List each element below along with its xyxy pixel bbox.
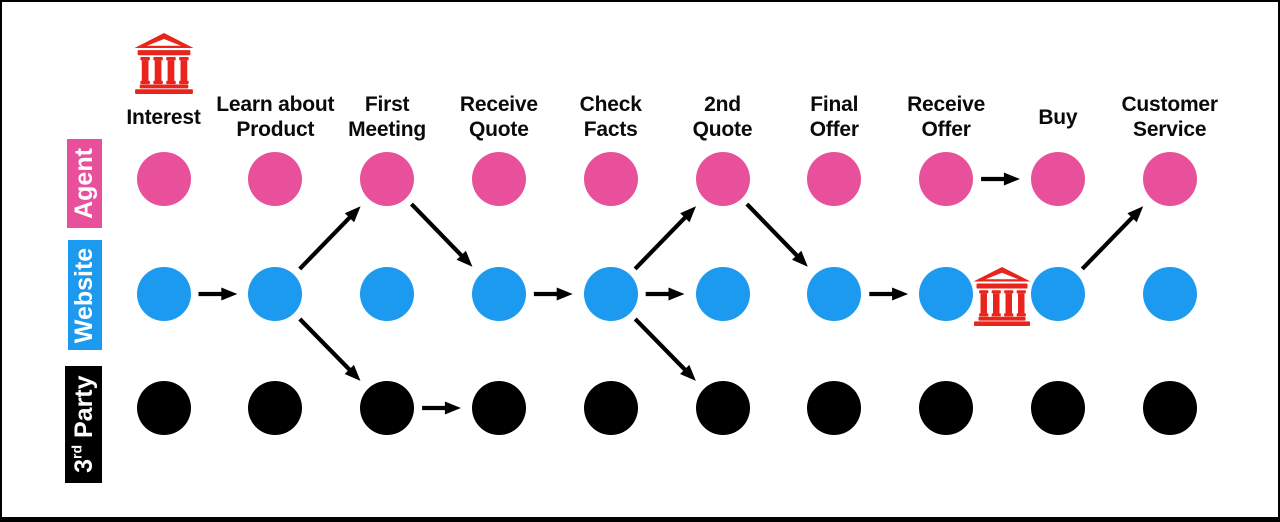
arrow-website-receive-quote-to-website-check-facts bbox=[533, 287, 573, 301]
touchpoint-website-receive-quote bbox=[471, 267, 526, 321]
touchpoint-website-check-facts bbox=[583, 267, 638, 321]
stage-header-text: Quote bbox=[692, 118, 753, 141]
touchpoint-third-party-check-facts bbox=[583, 381, 638, 435]
touchpoint-agent-final-offer bbox=[807, 152, 862, 206]
arrow-website-buy-to-agent-customer-service bbox=[1080, 206, 1144, 271]
stage-header-interest: Interest bbox=[89, 91, 239, 143]
touchpoint-website-customer-service bbox=[1142, 267, 1197, 321]
arrow-website-check-facts-to-agent-2nd-quote bbox=[633, 206, 697, 271]
touchpoint-website-receive-offer bbox=[919, 267, 974, 321]
stage-header-text: 2nd bbox=[704, 93, 741, 116]
stage-header-text: Service bbox=[1133, 118, 1207, 141]
arrow-website-interest-to-website-learn-about-product bbox=[198, 287, 238, 301]
stage-header-text: Offer bbox=[809, 118, 859, 141]
bank-icon bbox=[134, 33, 193, 94]
stage-header-text: Receive bbox=[907, 93, 986, 116]
touchpoint-agent-interest bbox=[136, 152, 191, 206]
touchpoint-third-party-final-offer bbox=[807, 381, 862, 435]
bank-icon-top bbox=[133, 32, 195, 99]
stage-header-text: Facts bbox=[583, 118, 638, 141]
bank-icon bbox=[973, 267, 1031, 326]
touchpoint-third-party-2nd-quote bbox=[695, 381, 750, 435]
touchpoint-website-2nd-quote bbox=[695, 267, 750, 321]
stage-header-text: Product bbox=[236, 118, 315, 141]
stage-header-text: Receive bbox=[459, 93, 538, 116]
stage-header-buy: Buy bbox=[983, 91, 1133, 143]
touchpoint-website-final-offer bbox=[807, 267, 862, 321]
arrow-agent-receive-offer-to-agent-buy bbox=[981, 172, 1020, 186]
stage-header-text: Check bbox=[579, 93, 642, 116]
arrow-third-party-first-meeting-to-third-party-receive-quote bbox=[422, 401, 461, 415]
stage-header-text: Learn about bbox=[216, 93, 335, 116]
arrow-website-check-facts-to-third-party-2nd-quote bbox=[633, 317, 696, 381]
stage-header-text: Quote bbox=[469, 118, 529, 141]
touchpoint-website-buy bbox=[1030, 267, 1085, 321]
touchpoint-third-party-learn-about-product bbox=[248, 381, 303, 435]
stage-header-text: Offer bbox=[921, 118, 971, 141]
touchpoint-website-first-meeting bbox=[360, 267, 415, 321]
stage-header-text: Meeting bbox=[348, 118, 427, 141]
touchpoint-agent-customer-service bbox=[1142, 152, 1197, 206]
touchpoint-third-party-receive-offer bbox=[919, 381, 974, 435]
touchpoint-agent-receive-quote bbox=[471, 152, 526, 206]
stage-header-text: First bbox=[364, 93, 410, 116]
lane-label-agent: Agent bbox=[67, 139, 102, 228]
arrow-website-learn-about-product-to-third-party-first-meeting bbox=[298, 317, 361, 381]
touchpoint-agent-receive-offer bbox=[919, 152, 974, 206]
touchpoint-third-party-buy bbox=[1030, 381, 1085, 435]
touchpoint-website-interest bbox=[136, 267, 191, 321]
touchpoint-agent-learn-about-product bbox=[248, 152, 303, 206]
arrow-website-learn-about-product-to-agent-first-meeting bbox=[298, 206, 361, 271]
arrow-agent-first-meeting-to-website-receive-quote bbox=[409, 202, 473, 267]
touchpoint-third-party-interest bbox=[136, 381, 191, 435]
arrow-website-final-offer-to-website-receive-offer bbox=[869, 287, 909, 301]
touchpoint-agent-first-meeting bbox=[360, 152, 415, 206]
stage-header-text: Final bbox=[810, 93, 859, 116]
lane-label-third-party: 3rd Party bbox=[65, 366, 102, 483]
stage-header-text: Buy bbox=[1038, 105, 1078, 129]
stage-header-text: Customer bbox=[1121, 93, 1218, 116]
touchpoint-agent-buy bbox=[1030, 152, 1085, 206]
lane-label-website: Website bbox=[68, 240, 102, 350]
arrow-agent-2nd-quote-to-website-final-offer bbox=[745, 202, 808, 267]
stage-header-text: Interest bbox=[126, 105, 201, 129]
bank-icon-inline bbox=[972, 266, 1032, 331]
touchpoint-website-learn-about-product bbox=[248, 267, 303, 321]
touchpoint-agent-2nd-quote bbox=[695, 152, 750, 206]
touchpoint-third-party-first-meeting bbox=[360, 381, 415, 435]
touchpoint-agent-check-facts bbox=[583, 152, 638, 206]
touchpoint-third-party-receive-quote bbox=[471, 381, 526, 435]
touchpoint-third-party-customer-service bbox=[1142, 381, 1197, 435]
arrow-website-check-facts-to-website-2nd-quote bbox=[645, 287, 685, 301]
